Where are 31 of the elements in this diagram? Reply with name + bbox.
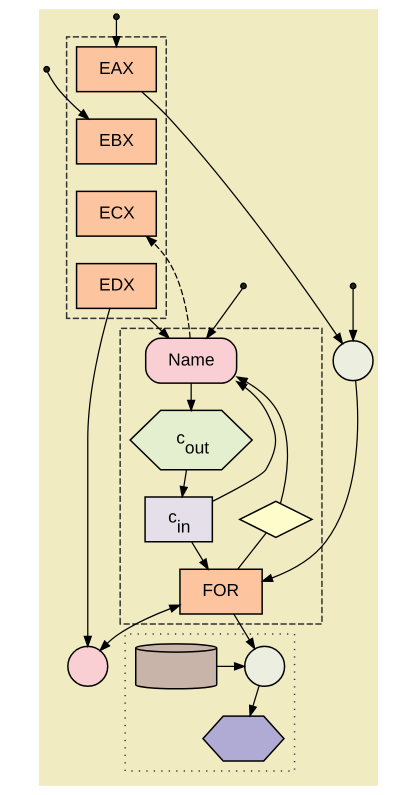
arrow	[234, 376, 288, 504]
node-box: EBX	[75, 118, 157, 165]
node-box: Name	[144, 338, 237, 384]
node-circle	[243, 646, 285, 688]
arrow	[348, 289, 357, 342]
arrow	[212, 380, 276, 502]
connector	[236, 532, 266, 570]
arrow	[216, 662, 246, 671]
arrow	[112, 20, 120, 48]
node-diamond	[238, 500, 314, 538]
arrow	[260, 380, 358, 582]
arrow	[98, 604, 182, 652]
arrow	[82, 308, 110, 648]
arrow	[46, 72, 90, 120]
arrow	[205, 288, 242, 340]
cluster	[124, 633, 295, 772]
node-circle	[332, 340, 374, 382]
arrow	[179, 470, 188, 499]
node-box: EDX	[75, 262, 157, 310]
arrow	[140, 91, 343, 346]
arrow	[232, 614, 256, 650]
arrow	[248, 685, 260, 718]
node-hexagon	[201, 715, 284, 762]
node-circle	[66, 646, 108, 688]
arrow	[148, 318, 170, 340]
node-box: ECX	[75, 190, 157, 237]
arrow	[144, 235, 190, 338]
arrow	[186, 383, 196, 412]
arrow	[190, 542, 209, 571]
node-box: EAX	[75, 46, 157, 92]
node-box: FOR	[178, 568, 262, 615]
